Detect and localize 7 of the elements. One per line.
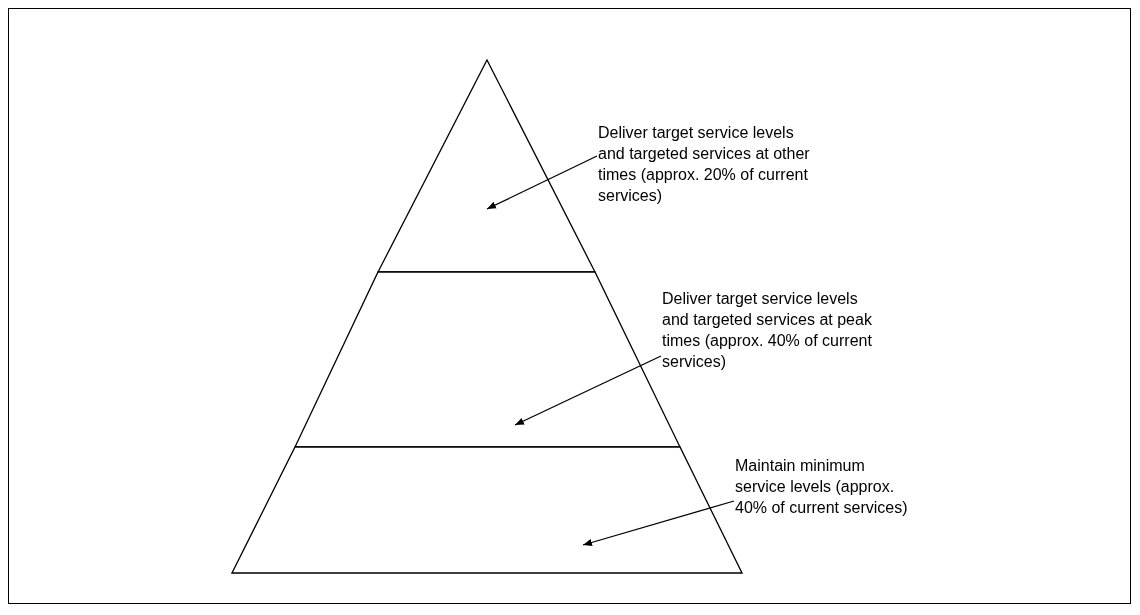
tier-description: Deliver target service levels and targeted services at other times (approx. 20% of current services) bbox=[598, 122, 816, 206]
tier-description: Deliver target service levels and targeted services at peak times (approx. 40% of current services) bbox=[662, 288, 880, 372]
tier-description: Maintain minimum service levels (approx. 40% of current services) bbox=[735, 455, 919, 518]
pyramid-tier bbox=[376, 59, 597, 273]
leader-arrow bbox=[582, 500, 735, 546]
leader-arrow bbox=[514, 355, 662, 426]
leader-arrow bbox=[486, 155, 598, 210]
